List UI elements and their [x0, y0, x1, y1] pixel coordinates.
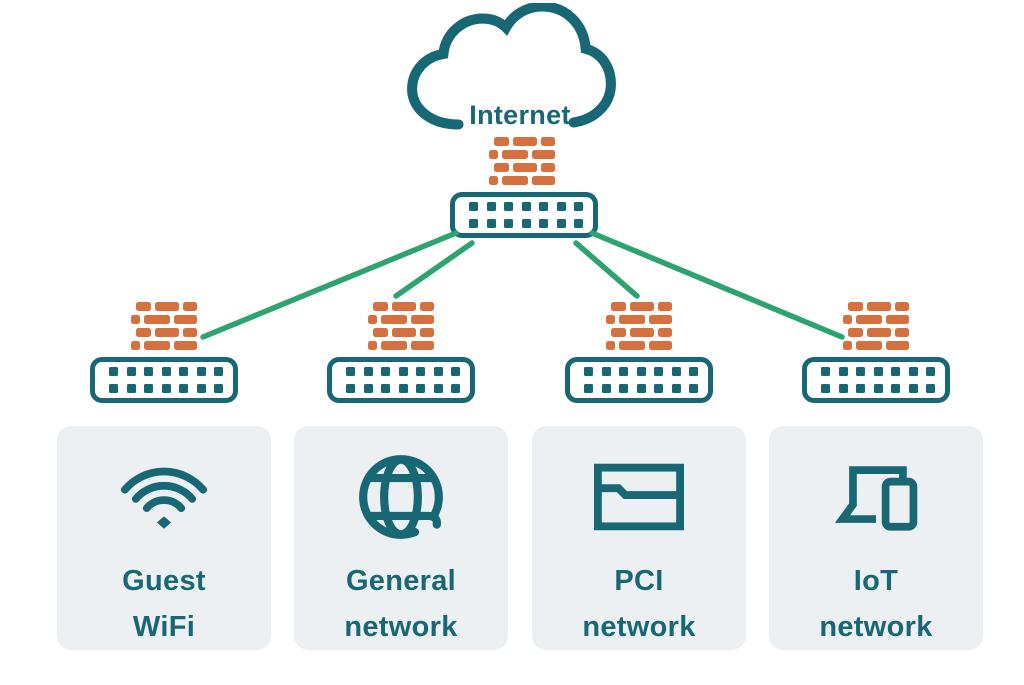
switch-icon-guest [90, 357, 238, 403]
switch-icon-general [327, 357, 475, 403]
wifi-icon [118, 436, 210, 558]
network-card-guest-wifi: Guest WiFi [57, 426, 271, 650]
switch-icon-pci [565, 357, 713, 403]
network-label-line2: network [819, 611, 933, 643]
network-label-line2: network [582, 611, 696, 643]
connection-line-general [393, 240, 475, 299]
network-label-line1: General [345, 565, 457, 597]
network-label-line2: network [344, 611, 458, 643]
internet-label: Internet [469, 100, 571, 130]
firewall-icon-general [368, 302, 436, 350]
internet-firewall-icon [489, 137, 557, 185]
network-label-line1: Guest [122, 565, 206, 597]
credit-card-icon [594, 436, 684, 558]
firewall-icon-iot [843, 302, 911, 350]
network-label-line1: IoT [853, 565, 899, 597]
firewall-icon-guest [131, 302, 199, 350]
devices-icon [828, 436, 924, 558]
connection-line-pci [573, 240, 640, 299]
firewall-icon-pci [606, 302, 674, 350]
network-card-iot: IoT network [769, 426, 983, 650]
cloud-icon [407, 3, 616, 130]
network-card-pci: PCI network [532, 426, 746, 650]
core-router-icon [450, 192, 598, 238]
globe-icon [355, 436, 447, 558]
switch-icon-iot [802, 357, 950, 403]
network-card-general: General network [294, 426, 508, 650]
network-label-line1: PCI [614, 565, 664, 597]
network-label-line2: WiFi [132, 611, 196, 643]
